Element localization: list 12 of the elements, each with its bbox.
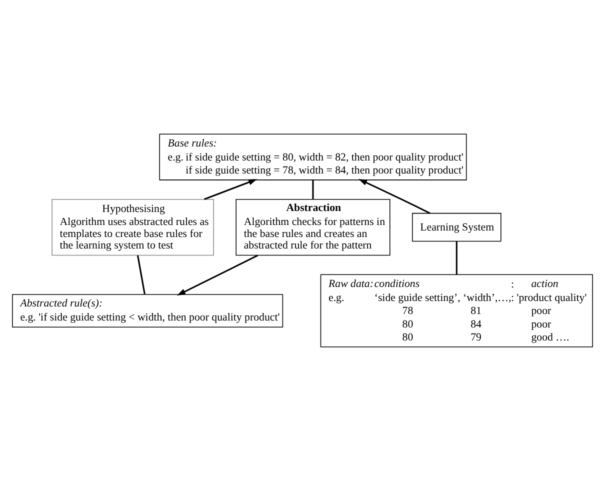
connector bbox=[136, 255, 146, 294]
node-box: Abstracted rule(s): e.g. 'if side guide setting < width, then poor quality product' bbox=[12, 294, 284, 328]
node-box: Raw data:conditions : action e.g. ‘side guide setting’, ‘width’,…,: 'product quality' 78 81 poor 80 84 poor 80 79 good …. bbox=[320, 274, 593, 348]
arrow bbox=[204, 179, 258, 200]
arrow bbox=[176, 254, 258, 296]
arrow bbox=[358, 178, 430, 214]
connector bbox=[312, 180, 314, 200]
node-box: Learning System bbox=[412, 212, 502, 242]
node-box: Abstraction Algorithm checks for patterns in the base rules and creates an abstracted rule for the pattern bbox=[236, 198, 390, 256]
node-box: Hypothesising Algorithm uses abstracted rules as templates to create base rules for the learning system to test bbox=[52, 198, 214, 256]
connector bbox=[456, 241, 458, 275]
node-box: Base rules: e.g. if side guide setting = 80, width = 82, then poor quality product' if side guide setting = 78, width = 84, then poor quality product' bbox=[159, 134, 467, 180]
